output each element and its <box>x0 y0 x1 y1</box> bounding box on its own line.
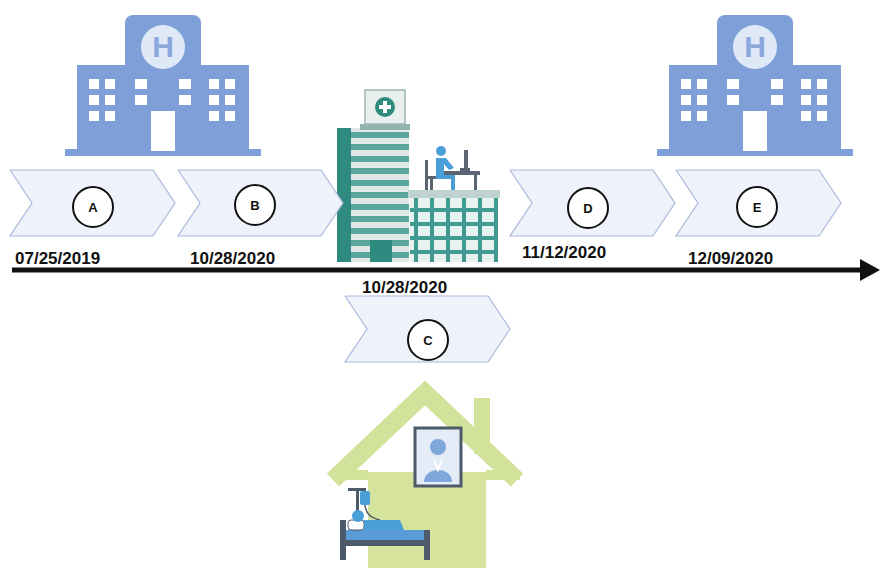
timeline-letter: A <box>88 200 97 215</box>
clinic-icon <box>337 90 500 262</box>
timeline-chevron: 10/28/2020B <box>178 170 343 236</box>
timeline-chevron: 10/28/2020C <box>345 296 510 362</box>
timeline-letter: E <box>753 200 762 215</box>
timeline-chevron: 11/12/2020D <box>510 170 675 236</box>
timeline-chevron: 07/25/2019A <box>10 170 175 236</box>
hospital-letter: H <box>744 30 766 64</box>
date-label: 11/12/2020 <box>522 243 606 263</box>
chevron-outline <box>676 170 841 236</box>
date-label: 10/28/2020 <box>190 249 275 269</box>
letter-circle: C <box>407 319 449 361</box>
home-care-icon <box>333 393 520 568</box>
timeline-letter: D <box>583 201 592 216</box>
letter-circle: E <box>736 186 778 228</box>
date-label: 12/09/2020 <box>688 249 773 269</box>
letter-circle: A <box>72 186 114 228</box>
letter-circle: B <box>234 184 276 226</box>
hospital-sign: H <box>141 25 185 69</box>
hospital-icon <box>657 15 853 156</box>
chevron-outline <box>178 170 343 236</box>
timeline-letter: B <box>250 198 259 213</box>
hospital-sign: H <box>733 25 777 69</box>
chevron-outline <box>510 170 675 236</box>
letter-circle: D <box>567 187 609 229</box>
chevron-outline <box>10 170 175 236</box>
timeline-letter: C <box>423 333 432 348</box>
timeline-chevron: 12/09/2020E <box>676 170 841 236</box>
chevron-outline <box>345 296 510 362</box>
hospital-letter: H <box>152 30 174 64</box>
date-label: 10/28/2020 <box>362 278 447 298</box>
date-label: 07/25/2019 <box>15 249 100 269</box>
hospital-icon <box>65 15 261 156</box>
